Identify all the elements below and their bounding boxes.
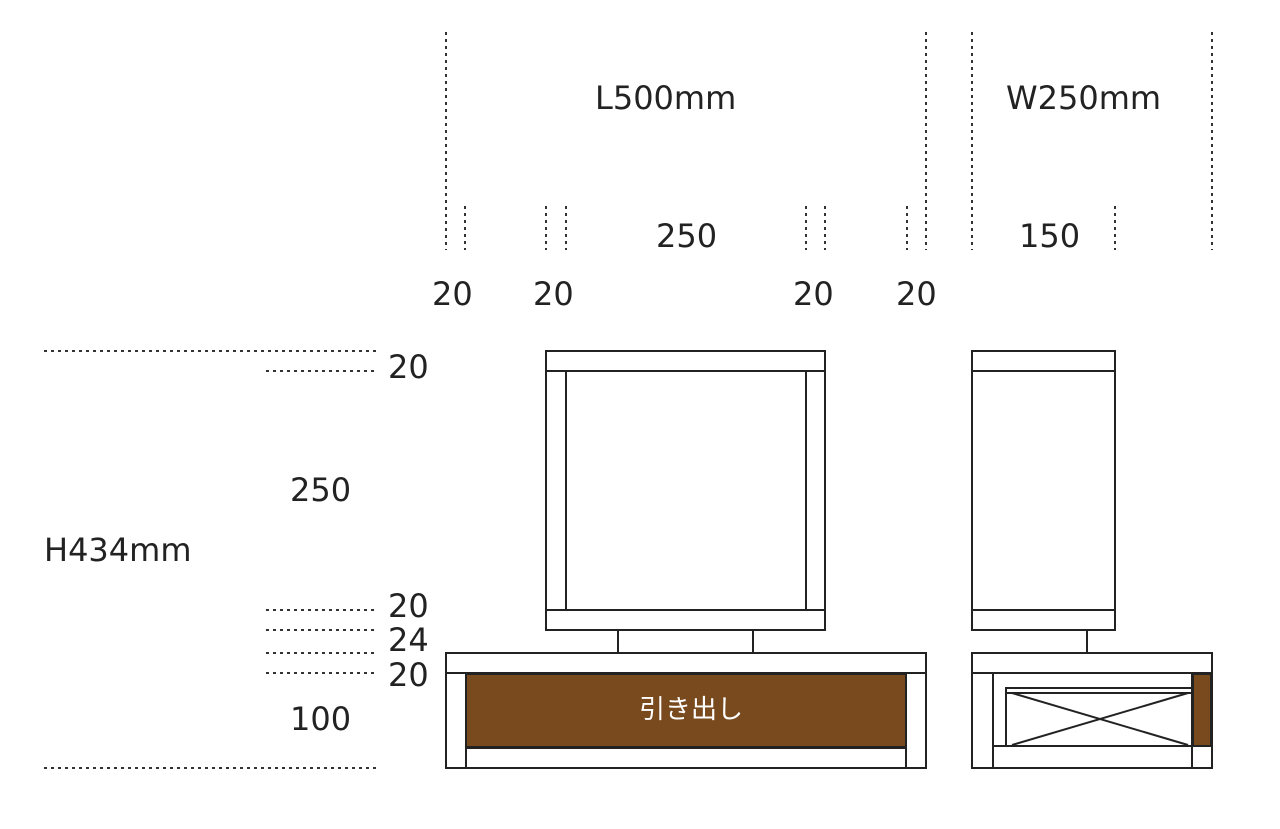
front-box-outer [545, 350, 826, 631]
side-base-outer [971, 652, 1213, 769]
box-height-label: 250 [290, 471, 352, 509]
side-drawer-cross-2 [1011, 692, 1189, 746]
segment-label-2: 20 [533, 275, 574, 313]
top-board-label: 20 [388, 348, 429, 386]
side-inner-width-label: 150 [1019, 217, 1081, 255]
dotted-guides [44, 32, 1213, 769]
side-box-outer [971, 350, 1116, 631]
drawer-height-label: 100 [290, 700, 352, 738]
front-center-width-label: 250 [656, 217, 718, 255]
base-top-board-label: 20 [388, 656, 429, 694]
box-bottom-board-label: 20 [388, 587, 429, 625]
side-view [971, 350, 1213, 769]
front-drawer [465, 673, 907, 748]
front-base-outer [445, 652, 927, 769]
side-drawer-front [1192, 673, 1212, 747]
overall-width-label: W250mm [1006, 79, 1162, 117]
segment-label-3: 20 [793, 275, 834, 313]
overall-length-label: L500mm [595, 79, 737, 117]
segment-label-1: 20 [432, 275, 473, 313]
overall-height-label: H434mm [44, 531, 192, 569]
gap-label: 24 [388, 621, 429, 659]
drawer-label: 引き出し [639, 695, 744, 725]
segment-label-4: 20 [896, 275, 937, 313]
